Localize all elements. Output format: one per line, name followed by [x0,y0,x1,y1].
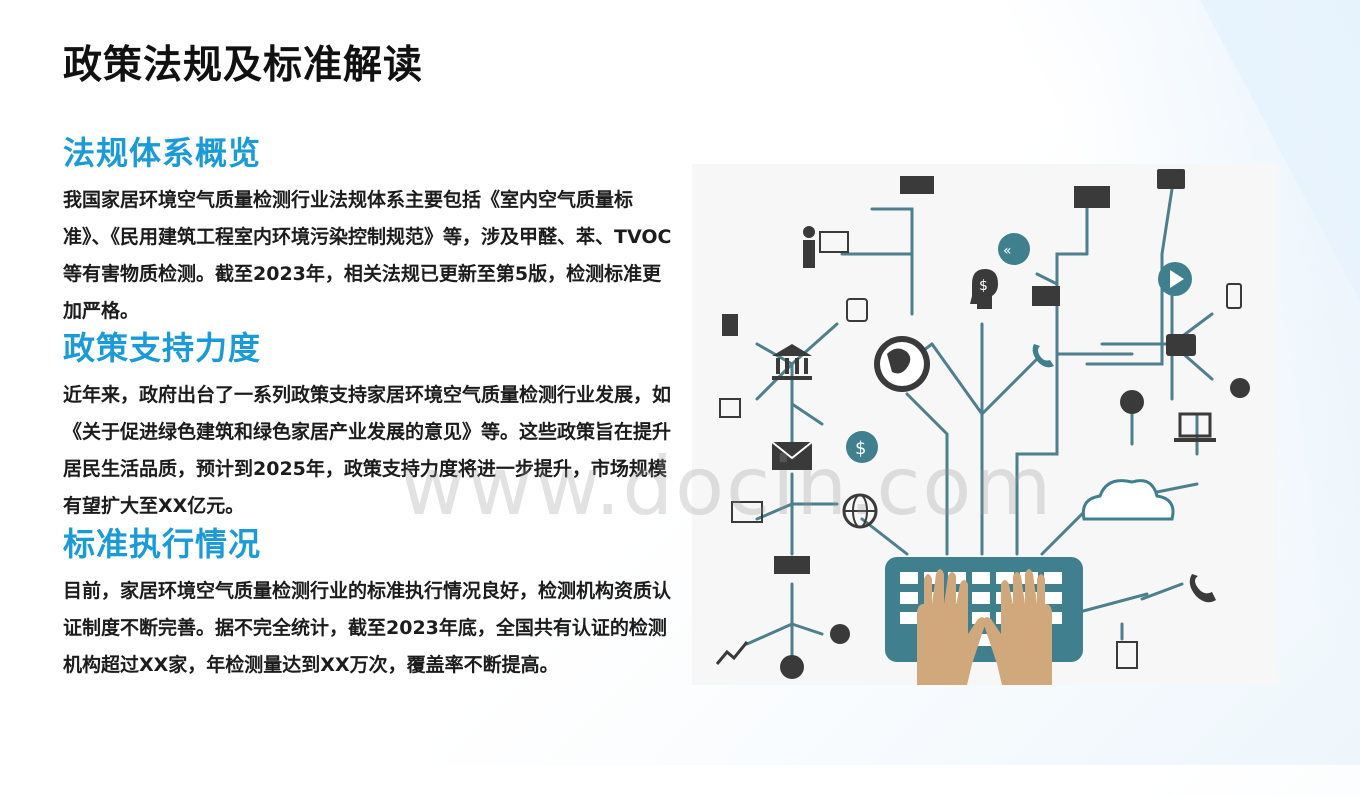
section-heading: 标准执行情况 [63,525,262,563]
svg-text:«: « [1003,243,1012,259]
svg-text:$: $ [979,278,988,294]
presenter-icon [803,226,849,268]
bank-icon [772,344,812,380]
section-heading: 法规体系概览 [63,134,262,172]
phone-icon [1032,344,1054,368]
web-globe-icon [842,493,878,529]
head-dollar-icon: $ [970,269,998,309]
folder-icon [1032,286,1060,306]
section-body: 目前，家居环境空气质量检测行业的标准执行情况良好，检测机构资质认证制度不断完善。… [63,580,672,676]
rewind-icon: « [998,233,1030,265]
section-body: 近年来，政府出台了一系列政策支持家居环境空气质量检测行业发展，如《关于促进绿色建… [63,384,672,517]
calculator-icon [722,314,738,336]
chart-icon [715,641,749,665]
section-body: 我国家居环境空气质量检测行业法规体系主要包括《室内空气质量标准》、《民用建筑工程… [63,189,672,322]
phone-forward-icon [1226,283,1242,309]
credit-card-icon [1157,169,1185,189]
watermark: www.docin.com [400,440,1054,533]
network-diagram: $ $ « [715,169,1250,685]
page-title: 政策法规及标准解读 [63,43,424,88]
calendar-icon [719,398,741,418]
play-icon [1158,262,1192,296]
laptop-icon [1174,412,1216,442]
dollar-icon: $ [846,431,878,463]
section-policy-support: 政策支持力度 近年来，政府出台了一系列政策支持家居环境空气质量检测行业发展，如《… [63,323,673,525]
cloud-icon [1081,479,1175,521]
svg-text:$: $ [855,438,866,459]
wallet-icon [1166,334,1196,356]
money-stack-icon [1074,186,1110,208]
mail-download-icon [771,441,813,470]
money-bag-icon [1230,378,1250,398]
network-illustration: $ $ « [692,164,1278,685]
money-icon [900,176,934,194]
section-heading: 政策支持力度 [63,329,262,367]
document-edit-icon [1116,641,1138,669]
phone-call-icon [1189,574,1216,603]
money-bags-icon [1120,390,1144,414]
banknote-icon [774,556,810,574]
section-regulation-overview: 法规体系概览 我国家居环境空气质量检测行业法规体系主要包括《室内空气质量标准》、… [63,128,673,330]
cloud-download-icon [780,655,804,679]
hands-icon [917,569,1052,685]
section-standard-execution: 标准执行情况 目前，家居环境空气质量检测行业的标准执行情况良好，检测机构资质认证… [63,519,673,684]
computer-icon [731,501,763,523]
coins-icon [830,624,850,644]
smartphone-icon [846,298,868,322]
